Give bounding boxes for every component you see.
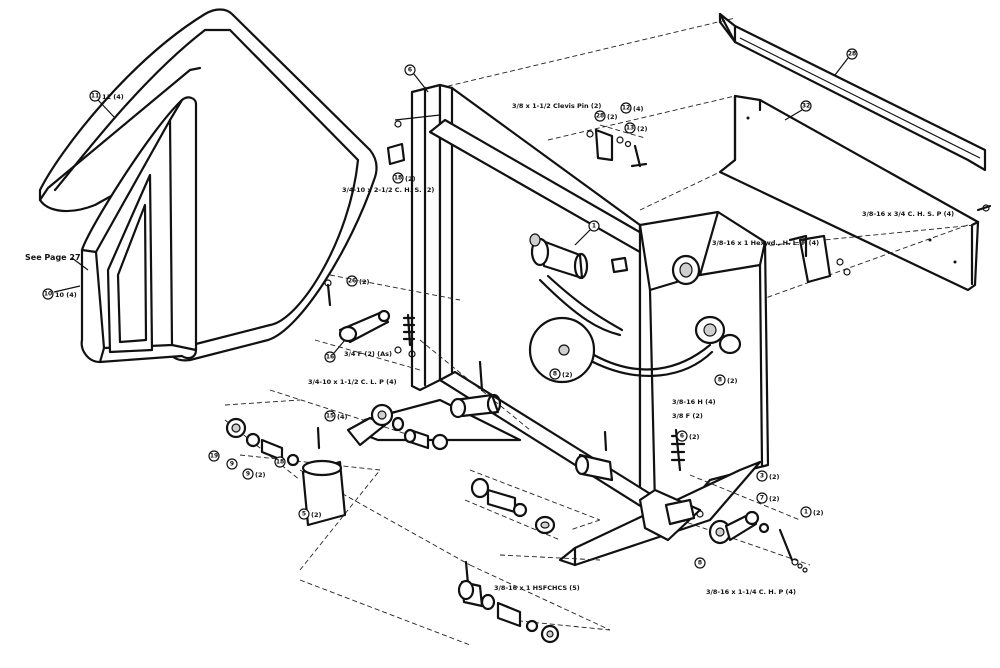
- callout-19: 19: [208, 450, 220, 462]
- clevis-pin-hardware: [386, 114, 648, 168]
- svg-text:18: 18: [394, 175, 402, 182]
- label-bolt-left-lower: 3/4-10 x 1-1/2 C. L. P (4): [308, 378, 397, 386]
- svg-text:32: 32: [802, 103, 810, 110]
- svg-text:18: 18: [276, 459, 284, 466]
- svg-text:6: 6: [408, 67, 412, 74]
- see-page-note: See Page 27: [25, 253, 81, 262]
- svg-text:16: 16: [326, 354, 334, 361]
- svg-text:8: 8: [718, 377, 722, 384]
- callout-7-right: 7 (2): [756, 492, 779, 504]
- bolt-right-edge: [976, 204, 992, 212]
- callout-6-spring: 6 (2): [676, 430, 699, 442]
- svg-text:3: 3: [760, 473, 764, 480]
- svg-text:1: 1: [804, 509, 808, 516]
- svg-text:11: 11: [91, 93, 99, 100]
- callout-9b: 9 (2): [242, 468, 265, 480]
- svg-text:(2): (2): [255, 471, 265, 479]
- callout-6-main: 6: [404, 64, 429, 93]
- bearing-row-left: [346, 360, 614, 482]
- svg-text:(2): (2): [607, 113, 617, 121]
- callout-1-right: 1 (2): [800, 506, 823, 518]
- bearing-row-far-left: [225, 417, 347, 527]
- svg-text:26: 26: [348, 278, 356, 285]
- callout-18-block: 18 (2): [392, 172, 415, 184]
- svg-text:8: 8: [698, 560, 702, 567]
- svg-text:28: 28: [596, 113, 604, 120]
- callout-8-detail: 8 (2): [549, 368, 572, 380]
- callout-32: 32: [784, 100, 812, 121]
- label-bolt-top-left: 3/4-10 x 2-1/2 C. H. S. (2): [342, 186, 434, 194]
- curved-frame-part: [38, 8, 378, 364]
- callout-10: 10 10 (4): [42, 285, 81, 300]
- label-nut-right-2: 3/8 F (2): [672, 412, 703, 420]
- callout-16-link: 16: [324, 339, 346, 363]
- svg-text:28: 28: [848, 51, 856, 58]
- callout-28-plate: 28: [834, 48, 858, 76]
- svg-text:10: 10: [44, 291, 52, 298]
- svg-text:(4): (4): [633, 105, 643, 113]
- svg-text:(4): (4): [337, 413, 347, 421]
- svg-text:(2): (2): [637, 125, 647, 133]
- callout-1-roller: 1: [574, 220, 600, 246]
- label-bolt-bottom-mid: 3/8-16 x 1 HSFCHCS (5): [494, 584, 580, 592]
- right-knobs: [671, 234, 851, 355]
- svg-text:15: 15: [326, 413, 334, 420]
- svg-text:5: 5: [302, 511, 306, 518]
- svg-text:7: 7: [760, 495, 764, 502]
- svg-text:(2): (2): [689, 433, 699, 441]
- svg-text:(2): (2): [562, 371, 572, 379]
- long-plate-bottom: [718, 94, 980, 292]
- callout-26-spring: 26 (2): [346, 275, 369, 287]
- bearing-row-bottom: [457, 560, 560, 644]
- callout-9: 9: [226, 458, 238, 470]
- svg-text:(2): (2): [769, 473, 779, 481]
- svg-text:(2): (2): [813, 509, 823, 517]
- svg-text:(2): (2): [311, 511, 321, 519]
- svg-text:(2): (2): [359, 278, 369, 286]
- callout-15-stud: 15 (4): [324, 410, 347, 422]
- label-washer-left: 3/4 F (2) (As): [344, 350, 392, 358]
- callout-28-clevis: 28 (2): [594, 110, 617, 122]
- svg-text:9: 9: [230, 461, 234, 468]
- callout-5-tube: 5 (2): [298, 508, 321, 520]
- svg-text:19: 19: [210, 453, 218, 460]
- callout-13: 13 (2): [624, 122, 647, 134]
- link-assembly: [324, 279, 416, 358]
- svg-text:9: 9: [246, 471, 250, 478]
- label-nut-right-1: 3/8-16 H (4): [672, 398, 716, 406]
- long-plate-top: [718, 12, 987, 172]
- callout-3-right: 3 (2): [756, 470, 779, 482]
- callout-11: 11 11 (4): [89, 90, 124, 119]
- callout-8-right: 8 (2): [714, 374, 737, 386]
- svg-text:8: 8: [553, 371, 557, 378]
- text-labels: See Page 27 3/8 x 1-1/2 Clevis Pin (2) 3…: [25, 102, 954, 596]
- bearing-row-lower: [470, 477, 556, 535]
- svg-text:6: 6: [680, 433, 684, 440]
- assembly-guides-front: [224, 274, 811, 646]
- label-bolt-top-right: 3/8-16 x 3/4 C. H. S. P (4): [862, 210, 954, 218]
- svg-text:(2): (2): [405, 175, 415, 183]
- top-roller: [529, 233, 629, 280]
- svg-text:11 (4): 11 (4): [102, 93, 124, 101]
- svg-text:(2): (2): [769, 495, 779, 503]
- callouts: 11 11 (4) 10 10 (4) 6 28 (2) 12 (4) 13: [42, 48, 858, 569]
- svg-text:12: 12: [622, 105, 630, 112]
- svg-text:(2): (2): [727, 377, 737, 385]
- svg-text:1: 1: [592, 223, 596, 230]
- callout-8-bottom: 8: [694, 557, 706, 569]
- label-bolt-mid-right: 3/8-16 x 1 Hexwd., H. L. P (4): [712, 239, 819, 247]
- detail-circle: [528, 274, 714, 384]
- label-clevis-pin: 3/8 x 1-1/2 Clevis Pin (2): [512, 102, 601, 110]
- callout-18-bearing: 18: [274, 456, 286, 468]
- svg-text:10 (4): 10 (4): [55, 291, 77, 299]
- right-bracket-hardware: [708, 510, 808, 573]
- callout-12: 12 (4): [620, 102, 643, 114]
- svg-text:13: 13: [626, 125, 634, 132]
- label-bolt-bottom-right: 3/8-16 x 1-1/4 C. H. P (4): [706, 588, 796, 596]
